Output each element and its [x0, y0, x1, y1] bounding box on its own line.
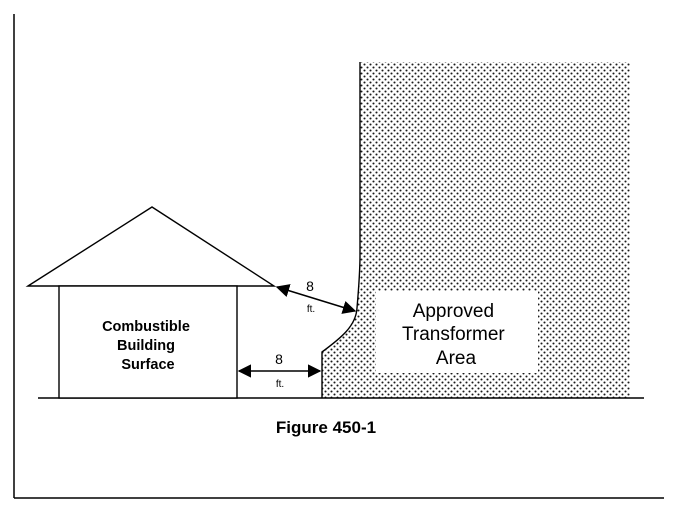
roof-clearance-arrow: [275, 284, 357, 314]
building-label-line-2: Building: [117, 338, 175, 354]
wall-clearance-unit: ft.: [276, 379, 284, 390]
roof-clearance-unit: ft.: [307, 304, 315, 315]
transformer-label-line-1: Approved: [413, 301, 494, 322]
wall-clearance-value: 8: [275, 351, 283, 367]
transformer-area-boundary: [321, 62, 361, 398]
building-label-line-3: Surface: [121, 357, 174, 373]
figure-caption: Figure 450-1: [276, 418, 376, 437]
transformer-label-line-3: Area: [436, 348, 477, 369]
transformer-label-box: [376, 291, 538, 373]
building-roof: [25, 206, 277, 287]
building-label: Combustible Building Surface: [102, 319, 194, 373]
building-wall: [58, 285, 238, 399]
transformer-label-line-2: Transformer: [402, 324, 505, 345]
transformer-label: Approved Transformer Area: [402, 301, 510, 369]
roof-clearance-value: 8: [306, 278, 314, 294]
building-label-line-1: Combustible: [102, 319, 190, 335]
